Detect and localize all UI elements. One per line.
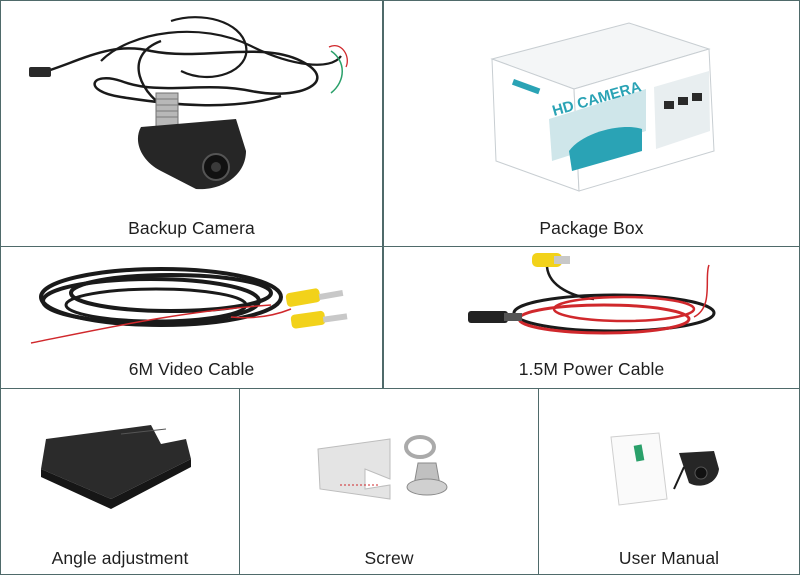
caption-package-box: Package Box (539, 218, 644, 238)
caption-video-cable: 6M Video Cable (128, 359, 255, 379)
item-screw: Screw (239, 388, 539, 575)
caption-user-manual: User Manual (618, 548, 720, 568)
item-backup-camera: Backup Camera (0, 0, 383, 247)
package-box-image: HD CAMERA (490, 22, 715, 192)
screw-image (317, 435, 448, 500)
caption-screw: Screw (364, 548, 414, 568)
item-video-cable: 6M Video Cable (0, 246, 383, 389)
item-user-manual: User Manual (538, 388, 800, 575)
item-power-cable: 1.5M Power Cable (383, 246, 800, 389)
angle-adjustment-image (41, 425, 191, 509)
caption-backup-camera: Backup Camera (128, 218, 255, 238)
backup-camera-image (29, 16, 348, 190)
user-manual-image (610, 432, 719, 506)
video-cable-image (30, 267, 348, 344)
power-cable-image (468, 253, 716, 335)
item-angle-adjustment: Angle adjustment (0, 388, 240, 575)
item-package-box: HD CAMERA Package Box (383, 0, 800, 247)
caption-power-cable: 1.5M Power Cable (518, 359, 665, 379)
caption-angle-adjustment: Angle adjustment (51, 548, 189, 568)
